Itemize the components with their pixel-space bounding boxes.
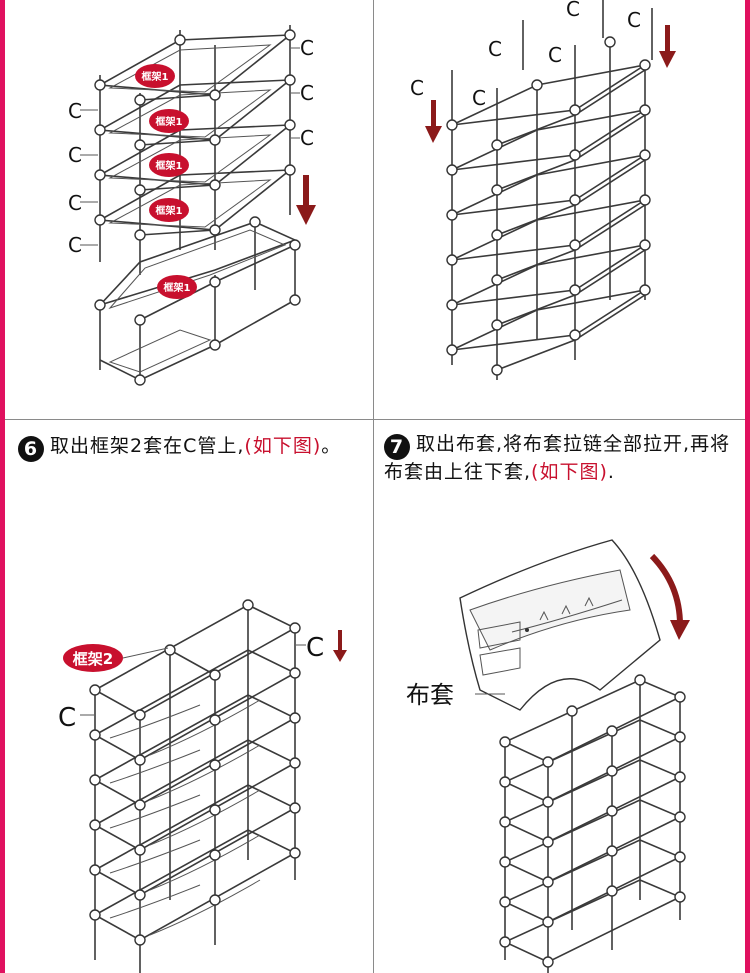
svg-text:框架1: 框架1 xyxy=(156,204,183,217)
step-7-number: 7 xyxy=(384,434,410,460)
svg-text:C: C xyxy=(68,191,82,215)
page-border-right xyxy=(745,0,750,973)
down-arrow-icon xyxy=(425,100,442,143)
pipe-c-label: C xyxy=(306,633,324,663)
page-border-left xyxy=(0,0,5,973)
pipe-c-labels-panel-2: C C C C C C xyxy=(410,0,641,110)
cloth-cover-label: 布套 xyxy=(406,681,454,709)
frame1-badge-4: 框架1 xyxy=(149,198,189,222)
pipe-c-labels-left: C C C C xyxy=(68,99,98,257)
svg-text:C: C xyxy=(627,8,641,32)
cloth-cover xyxy=(459,539,661,711)
step-6-number: 6 xyxy=(18,436,44,462)
step-6-text: 取出框架2套在C管上, xyxy=(50,435,245,457)
svg-text:框架1: 框架1 xyxy=(156,115,183,128)
step-6-caption: 6 取出框架2套在C管上,(如下图)。 xyxy=(18,434,363,462)
svg-text:C: C xyxy=(300,81,314,105)
step-6-note: (如下图) xyxy=(244,435,322,457)
pipe-c-label: C xyxy=(58,703,76,733)
svg-text:框架1: 框架1 xyxy=(164,281,191,294)
curved-arrow-icon xyxy=(649,553,690,640)
frame1-badge-5: 框架1 xyxy=(157,275,197,299)
svg-text:C: C xyxy=(300,36,314,60)
svg-text:框架1: 框架1 xyxy=(142,70,169,83)
panel-1-illustration: 框架1 框架1 框架1 框架1 xyxy=(68,25,316,386)
svg-text:C: C xyxy=(68,233,82,257)
svg-text:框架1: 框架1 xyxy=(156,159,183,172)
pipe-c-labels-right: C C C xyxy=(291,36,314,150)
svg-text:C: C xyxy=(548,43,562,67)
panel-4-illustration: 布套 xyxy=(406,539,690,973)
down-arrow-icon xyxy=(659,25,676,68)
step-7-end: . xyxy=(607,461,615,483)
panel-3-illustration: 框架2 C C xyxy=(58,599,347,973)
svg-text:C: C xyxy=(488,37,502,61)
c-pipes xyxy=(451,0,653,145)
panel-divider-vertical xyxy=(373,0,374,973)
frame1-badge-2: 框架1 xyxy=(149,109,189,133)
svg-text:C: C xyxy=(410,76,424,100)
svg-text:C: C xyxy=(68,143,82,167)
svg-text:C: C xyxy=(472,86,486,110)
step-6-end: 。 xyxy=(321,435,342,457)
step-7-text: 取出布套,将布套拉链全部拉开,再将布套由上往下套, xyxy=(384,433,731,483)
panel-2-illustration: C C C C C C xyxy=(410,0,676,380)
down-arrow-icon xyxy=(333,630,347,662)
frame2-badge: 框架2 xyxy=(63,644,169,672)
step-7-note: (如下图) xyxy=(531,461,608,483)
frame1-badge-1: 框架1 xyxy=(135,64,175,88)
panel-divider-horizontal xyxy=(5,419,745,420)
down-arrow-icon xyxy=(296,175,316,225)
svg-text:C: C xyxy=(68,99,82,123)
svg-text:C: C xyxy=(566,0,580,21)
svg-text:C: C xyxy=(300,126,314,150)
frame1-badge-3: 框架1 xyxy=(149,153,189,177)
svg-text:框架2: 框架2 xyxy=(73,650,113,668)
